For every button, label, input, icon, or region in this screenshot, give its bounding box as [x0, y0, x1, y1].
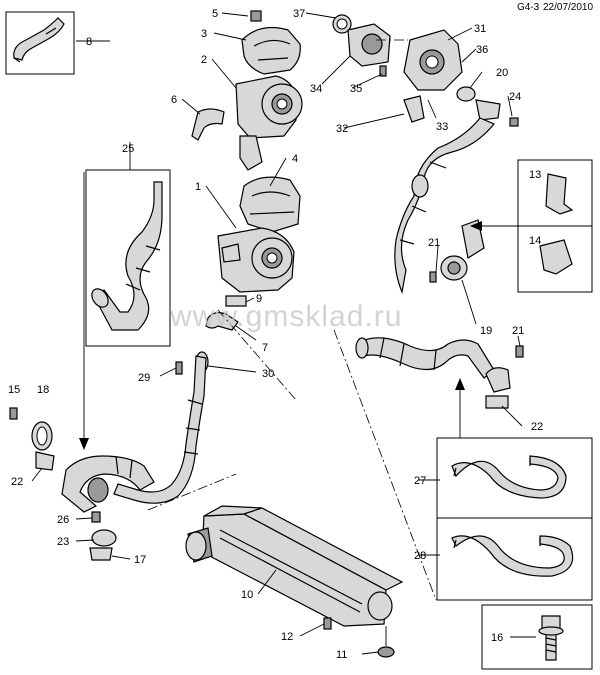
intercooler-inlet — [185, 531, 207, 561]
callout-16: 16 — [491, 632, 503, 644]
bolt-21a — [429, 271, 437, 283]
hose-19-end — [355, 337, 369, 359]
callout-24: 24 — [509, 91, 521, 103]
flange-33 — [475, 99, 501, 121]
bolt-24 — [509, 117, 519, 127]
callout-23: 23 — [57, 536, 69, 548]
callout-30: 30 — [262, 368, 274, 380]
callout-22b: 22 — [531, 421, 543, 433]
callout-27: 27 — [414, 475, 426, 487]
bracket-32 — [403, 95, 425, 123]
callout-25: 25 — [122, 143, 134, 155]
ring-20 — [456, 86, 476, 102]
heat-shield-upper — [241, 27, 301, 75]
bolt-21b — [515, 345, 524, 358]
hose-end-upper — [411, 174, 429, 198]
callout-3: 3 — [201, 28, 207, 40]
callout-2: 2 — [201, 54, 207, 66]
callout-31: 31 — [474, 23, 486, 35]
bracket-22-left — [35, 451, 55, 471]
hose-turbo-to-intercooler — [113, 355, 207, 504]
hose-19 — [359, 337, 495, 379]
bolt-15 — [9, 407, 18, 420]
callout-6: 6 — [171, 94, 177, 106]
callout-1: 1 — [195, 181, 201, 193]
small-elbow-hose — [13, 17, 65, 61]
clamp-23 — [91, 529, 117, 547]
callout-8: 8 — [86, 36, 92, 48]
pipe-7 — [205, 312, 239, 331]
callout-20: 20 — [496, 67, 508, 79]
intercooler-outlet — [367, 591, 393, 621]
callout-17: 17 — [134, 554, 146, 566]
hose-lower-left-end — [87, 477, 109, 503]
callout-10: 10 — [241, 589, 253, 601]
bolt-29 — [175, 361, 183, 375]
callout-11: 11 — [336, 649, 347, 661]
callout-21b: 21 — [512, 325, 524, 337]
bracket-13 — [545, 173, 574, 215]
callout-34: 34 — [310, 83, 322, 95]
callout-19: 19 — [480, 325, 492, 337]
inset-box-parts-27-28 — [436, 437, 593, 601]
page-code: G4-3 — [517, 2, 540, 13]
callout-18: 18 — [37, 384, 49, 396]
bracket-17 — [89, 547, 113, 561]
callout-14: 14 — [529, 235, 541, 247]
callout-5: 5 — [212, 8, 218, 20]
flow-line-3 — [217, 309, 297, 401]
callout-21a: 21 — [428, 237, 440, 249]
callout-35: 35 — [350, 83, 362, 95]
callout-7: 7 — [262, 342, 268, 354]
grommet-11 — [377, 646, 395, 658]
callout-9: 9 — [256, 293, 262, 305]
callout-22a: 22 — [11, 476, 23, 488]
bolt-35 — [379, 65, 387, 77]
callout-32: 32 — [336, 123, 348, 135]
callout-13: 13 — [529, 169, 541, 181]
bolt-26 — [91, 511, 101, 523]
bracket-14 — [539, 239, 573, 275]
pipe-9 — [225, 295, 247, 307]
callout-29: 29 — [138, 372, 150, 384]
hose-25-end — [91, 288, 109, 308]
callout-15: 15 — [8, 384, 20, 396]
hose-lower-left — [61, 455, 155, 513]
callout-33: 33 — [436, 121, 448, 133]
page-date: 22/07/2010 — [543, 2, 594, 13]
watermark: www.gmsklad.ru — [170, 300, 403, 333]
flow-line-1 — [147, 473, 237, 511]
bolt-12 — [323, 617, 332, 630]
hose-to-throttle — [394, 117, 495, 295]
callout-36: 36 — [476, 44, 488, 56]
callout-12: 12 — [281, 631, 293, 643]
callout-28: 28 — [414, 550, 426, 562]
inset-box-part-16 — [481, 604, 593, 670]
callout-26: 26 — [57, 514, 69, 526]
bolt-5 — [250, 10, 262, 22]
callout-4: 4 — [292, 153, 298, 165]
clamp-22-right — [485, 367, 511, 393]
callout-37: 37 — [293, 8, 305, 20]
